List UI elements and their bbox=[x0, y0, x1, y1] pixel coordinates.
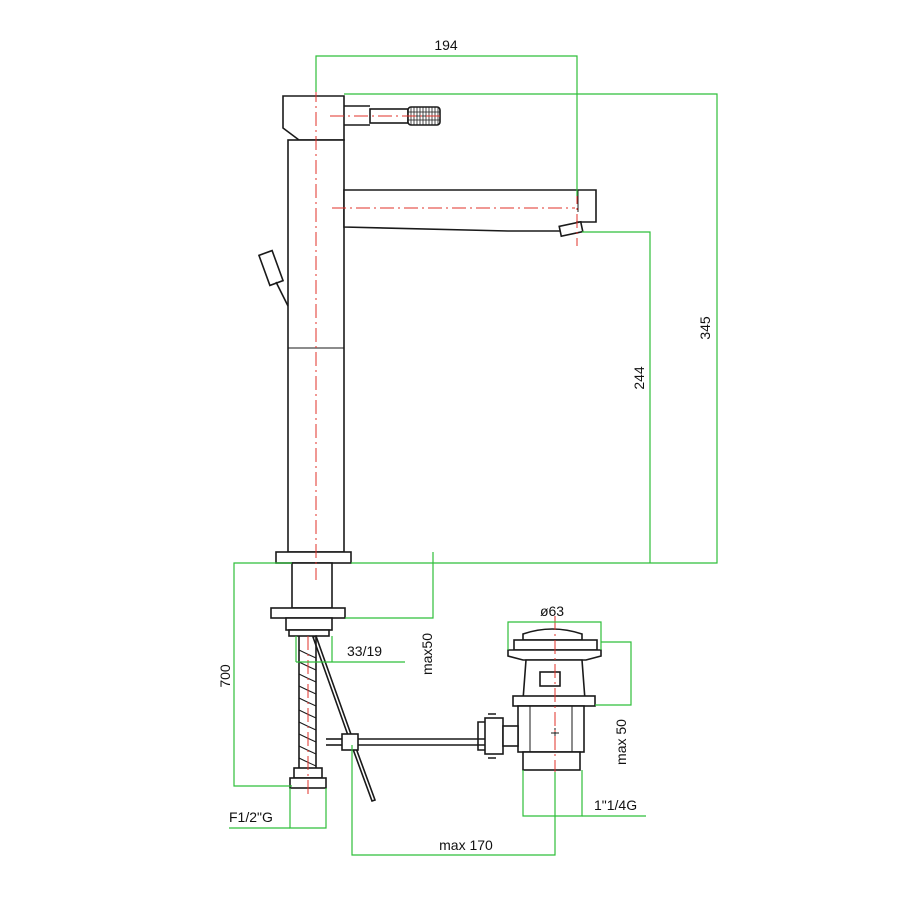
dim-overall-width: 194 bbox=[434, 37, 458, 53]
dimension-lines bbox=[229, 55, 718, 856]
mounting-assembly bbox=[270, 562, 346, 637]
dim-hose-length: 700 bbox=[217, 664, 233, 688]
dim-rod-length: max 170 bbox=[439, 837, 493, 853]
center-lines bbox=[307, 88, 578, 796]
linkage-rod bbox=[326, 733, 485, 751]
dim-waste-max-thickness: max 50 bbox=[613, 719, 629, 765]
dim-max-deck-thickness: max50 bbox=[419, 633, 435, 675]
dim-hole-diameter: 33/19 bbox=[347, 643, 382, 659]
dim-overall-height: 345 bbox=[697, 316, 713, 340]
spout bbox=[343, 189, 597, 238]
dim-inlet-thread: F1/2"G bbox=[229, 809, 273, 825]
mixer-body bbox=[275, 95, 352, 564]
pop-up-waste bbox=[477, 628, 602, 771]
dim-waste-diameter: ø63 bbox=[540, 603, 564, 619]
dim-spout-height: 244 bbox=[631, 366, 647, 390]
dim-waste-thread: 1"1/4G bbox=[594, 797, 637, 813]
dimension-labels: 194 345 244 700 max50 33/19 F1/2"G ø63 m… bbox=[217, 37, 713, 853]
pop-up-knob bbox=[257, 249, 289, 307]
